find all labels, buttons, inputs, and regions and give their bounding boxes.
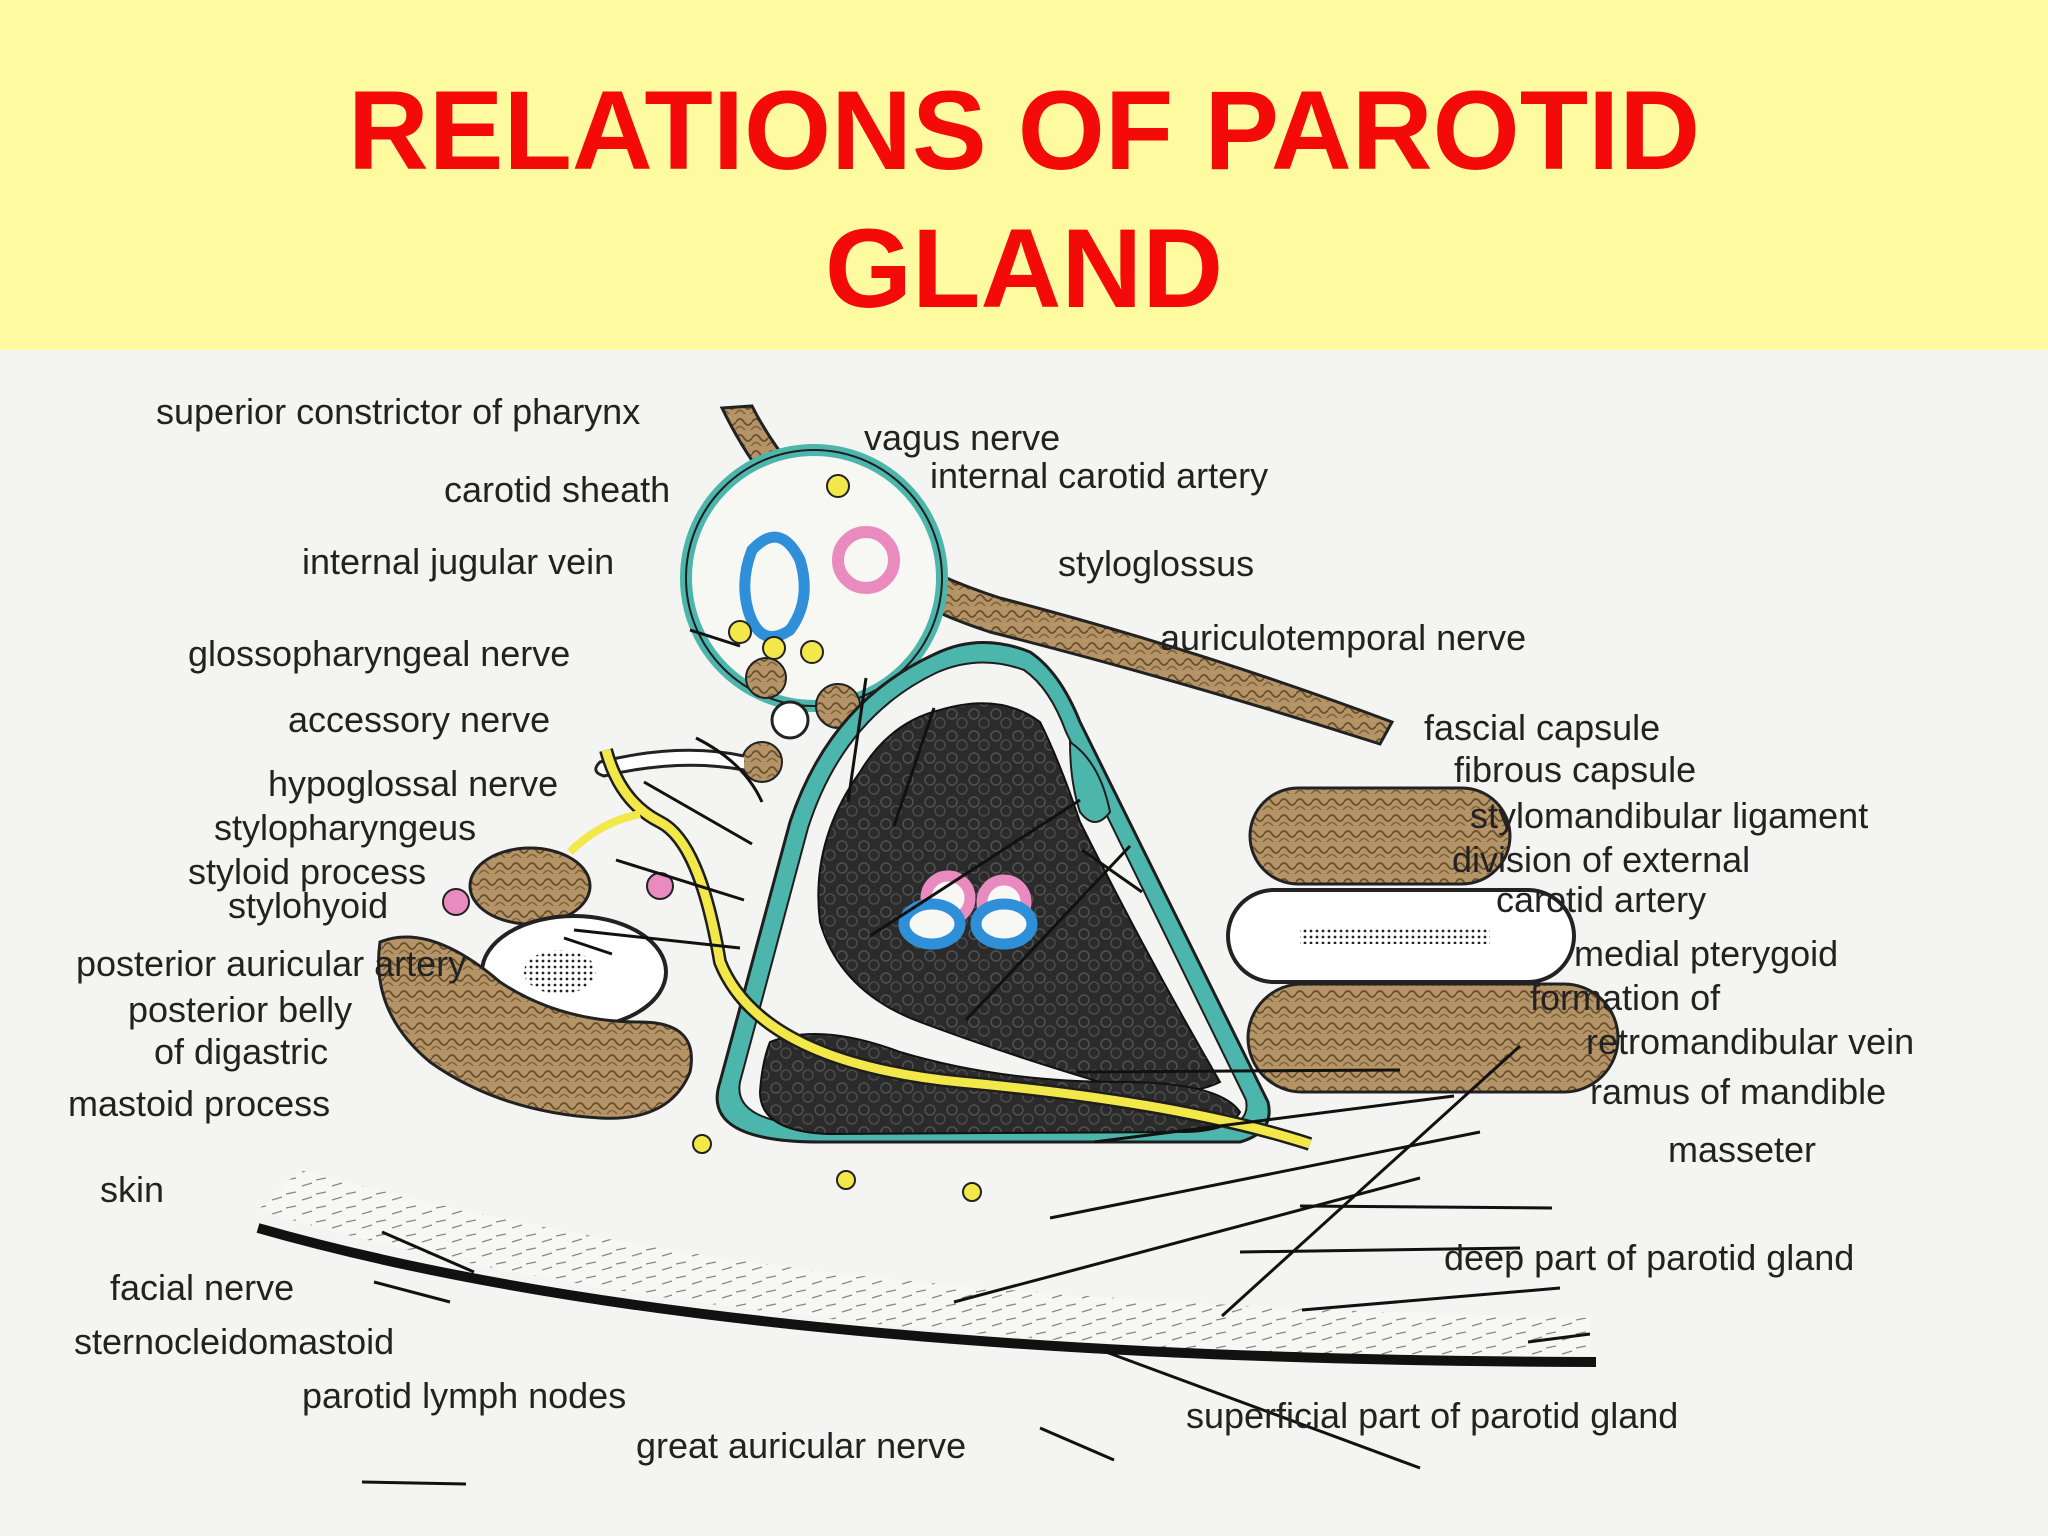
carotid-sheath [680, 444, 948, 712]
label-internal-carotid-artery: internal carotid artery [930, 455, 1268, 496]
label-posterior-belly-2: of digastric [154, 1031, 328, 1072]
label-parotid-lymph-nodes: parotid lymph nodes [302, 1375, 626, 1416]
label-fibrous-capsule: fibrous capsule [1454, 749, 1696, 790]
title-line-1: RELATIONS OF PAROTID [347, 68, 1701, 193]
skin-layer [258, 1170, 1590, 1362]
hypoglossal-nerve [800, 640, 824, 664]
label-facial-nerve: facial nerve [110, 1267, 294, 1308]
great-auricular-nerve [962, 1182, 982, 1202]
label-glossopharyngeal-nerve: glossopharyngeal nerve [188, 633, 570, 674]
label-division-external-carotid-2: carotid artery [1496, 879, 1706, 920]
label-medial-pterygoid: medial pterygoid [1574, 933, 1838, 974]
label-superior-constrictor: superior constrictor of pharynx [156, 391, 640, 432]
label-stylomandibular-ligament: stylomandibular ligament [1470, 795, 1868, 836]
label-internal-jugular-vein: internal jugular vein [302, 541, 614, 582]
retromandibular-vein-2 [970, 898, 1038, 950]
label-ramus-of-mandible: ramus of mandible [1590, 1071, 1886, 1112]
accessory-nerve [762, 636, 786, 660]
styloid-process [770, 700, 810, 740]
label-stylohyoid: stylohyoid [228, 885, 388, 926]
medial-pterygoid-muscle [1248, 786, 1512, 886]
parotid-diagram: superior constrictor of pharynx vagus ne… [0, 350, 2048, 1536]
label-deep-part: deep part of parotid gland [1444, 1237, 1854, 1278]
stylohyoid-muscle [741, 741, 783, 783]
facial-nerve-branch [567, 810, 641, 855]
label-retromandibular-1: formation of [1530, 977, 1721, 1018]
label-fascial-capsule: fascial capsule [1424, 707, 1660, 748]
label-skin: skin [100, 1169, 164, 1210]
posterior-belly-of-digastric [468, 846, 592, 926]
label-division-external-carotid-1: division of external [1452, 839, 1750, 880]
label-posterior-auricular-artery: posterior auricular artery [76, 943, 466, 984]
label-stylopharyngeus: stylopharyngeus [214, 807, 476, 848]
label-auriculotemporal-nerve: auriculotemporal nerve [1160, 617, 1526, 658]
lymph-node [692, 1134, 712, 1154]
label-hypoglossal-nerve: hypoglossal nerve [268, 763, 558, 804]
label-styloglossus: styloglossus [1058, 543, 1254, 584]
label-posterior-belly-1: posterior belly [128, 989, 352, 1030]
vagus-nerve [826, 474, 850, 498]
page-title: RELATIONS OF PAROTID GLAND [0, 62, 2048, 338]
artery-small [442, 888, 470, 916]
label-superficial-part: superficial part of parotid gland [1186, 1395, 1678, 1436]
lymph-node [836, 1170, 856, 1190]
label-sternocleidomastoid: sternocleidomastoid [74, 1321, 394, 1362]
stylomandibular-ligament [1068, 740, 1112, 823]
title-banner [0, 0, 2048, 350]
title-line-2: GLAND [824, 206, 1224, 331]
ica-vessel [832, 526, 900, 594]
label-vagus-nerve: vagus nerve [864, 417, 1060, 458]
glossopharyngeal-nerve [728, 620, 752, 644]
internal-jugular-vein [739, 531, 810, 643]
ramus-core [1300, 928, 1490, 944]
label-great-auricular-nerve: great auricular nerve [636, 1425, 966, 1466]
stylohyoid-tendon [594, 748, 745, 778]
stylopharyngeus-muscle [745, 657, 787, 699]
label-accessory-nerve: accessory nerve [288, 699, 550, 740]
facial-nerve-core [601, 748, 1312, 1149]
label-retromandibular-2: retromandibular vein [1586, 1021, 1914, 1062]
label-masseter: masseter [1668, 1129, 1816, 1170]
label-carotid-sheath: carotid sheath [444, 469, 670, 510]
label-styloid-process: styloid process [188, 851, 426, 892]
diagram-canvas: superior constrictor of pharynx vagus ne… [68, 391, 1914, 1486]
retromandibular-vein-1 [898, 898, 966, 950]
skin-line [256, 1223, 1597, 1367]
label-mastoid-process: mastoid process [68, 1083, 330, 1124]
sternocleidomastoid-muscle [377, 935, 693, 1120]
masseter-muscle [1246, 982, 1620, 1094]
mastoid-process-core [524, 950, 596, 994]
